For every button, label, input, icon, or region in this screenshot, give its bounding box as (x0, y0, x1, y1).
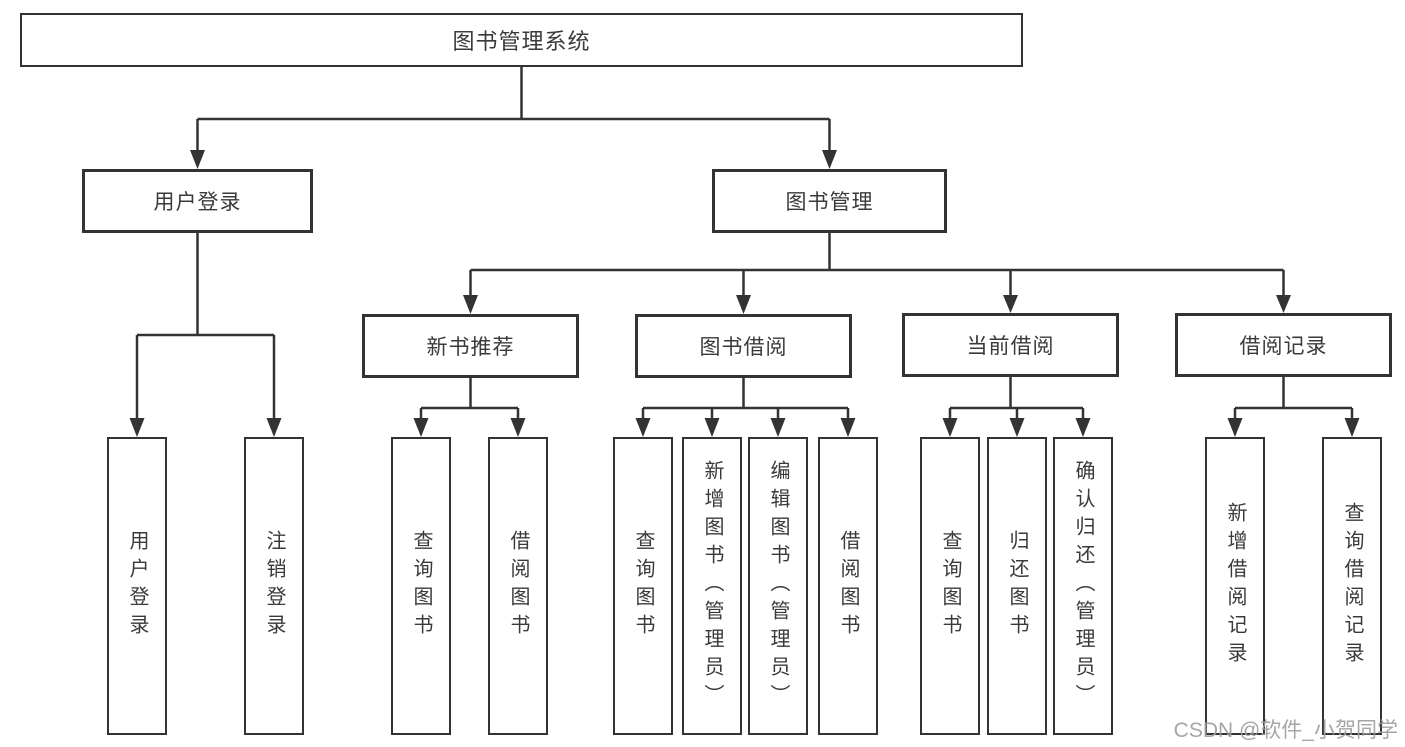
leaf-borrow-books: 借阅图书 (818, 437, 878, 735)
node-label: 借阅图书 (507, 530, 529, 642)
node-new-book-recommend: 新书推荐 (362, 314, 579, 378)
node-label: 用户登录 (126, 530, 148, 642)
leaf-query-books-current: 查询图书 (920, 437, 980, 735)
arrowheads (129, 150, 1360, 437)
node-system-root: 图书管理系统 (20, 13, 1023, 67)
leaf-user-login: 用户登录 (107, 437, 167, 735)
node-label: 借阅记录 (1239, 335, 1328, 358)
node-label: 图书借阅 (699, 336, 788, 359)
node-current-borrow: 当前借阅 (902, 313, 1119, 377)
leaf-confirm-return-admin: 确认归还（管理员） (1053, 437, 1113, 735)
leaf-borrow-books-recommend: 借阅图书 (488, 437, 548, 735)
node-label: 新增图书（管理员） (701, 460, 723, 712)
leaf-query-books-recommend: 查询图书 (391, 437, 451, 735)
node-label: 查询图书 (939, 530, 961, 642)
leaf-add-borrow-record: 新增借阅记录 (1205, 437, 1265, 735)
leaf-query-books-borrow: 查询图书 (613, 437, 673, 735)
node-label: 查询图书 (632, 530, 654, 642)
leaf-add-book-admin: 新增图书（管理员） (682, 437, 742, 735)
node-label: 用户登录 (153, 191, 242, 214)
node-label: 注销登录 (263, 530, 285, 642)
node-label: 借阅图书 (837, 530, 859, 642)
node-label: 图书管理 (785, 191, 874, 214)
node-label: 图书管理系统 (452, 29, 591, 54)
node-label: 查询图书 (410, 530, 432, 642)
leaf-edit-book-admin: 编辑图书（管理员） (748, 437, 808, 735)
leaf-query-borrow-record: 查询借阅记录 (1322, 437, 1382, 735)
node-book-borrow: 图书借阅 (635, 314, 852, 378)
leaf-return-book: 归还图书 (987, 437, 1047, 735)
node-book-management: 图书管理 (712, 169, 947, 233)
node-label: 新书推荐 (426, 336, 515, 359)
node-label: 当前借阅 (966, 335, 1055, 358)
node-label: 编辑图书（管理员） (767, 460, 789, 712)
leaf-logout-login: 注销登录 (244, 437, 304, 735)
node-label: 归还图书 (1006, 530, 1028, 642)
node-label: 查询借阅记录 (1341, 502, 1363, 670)
node-borrow-records: 借阅记录 (1175, 313, 1392, 377)
node-label: 新增借阅记录 (1224, 502, 1246, 670)
node-label: 确认归还（管理员） (1072, 460, 1094, 712)
node-user-login: 用户登录 (82, 169, 313, 233)
